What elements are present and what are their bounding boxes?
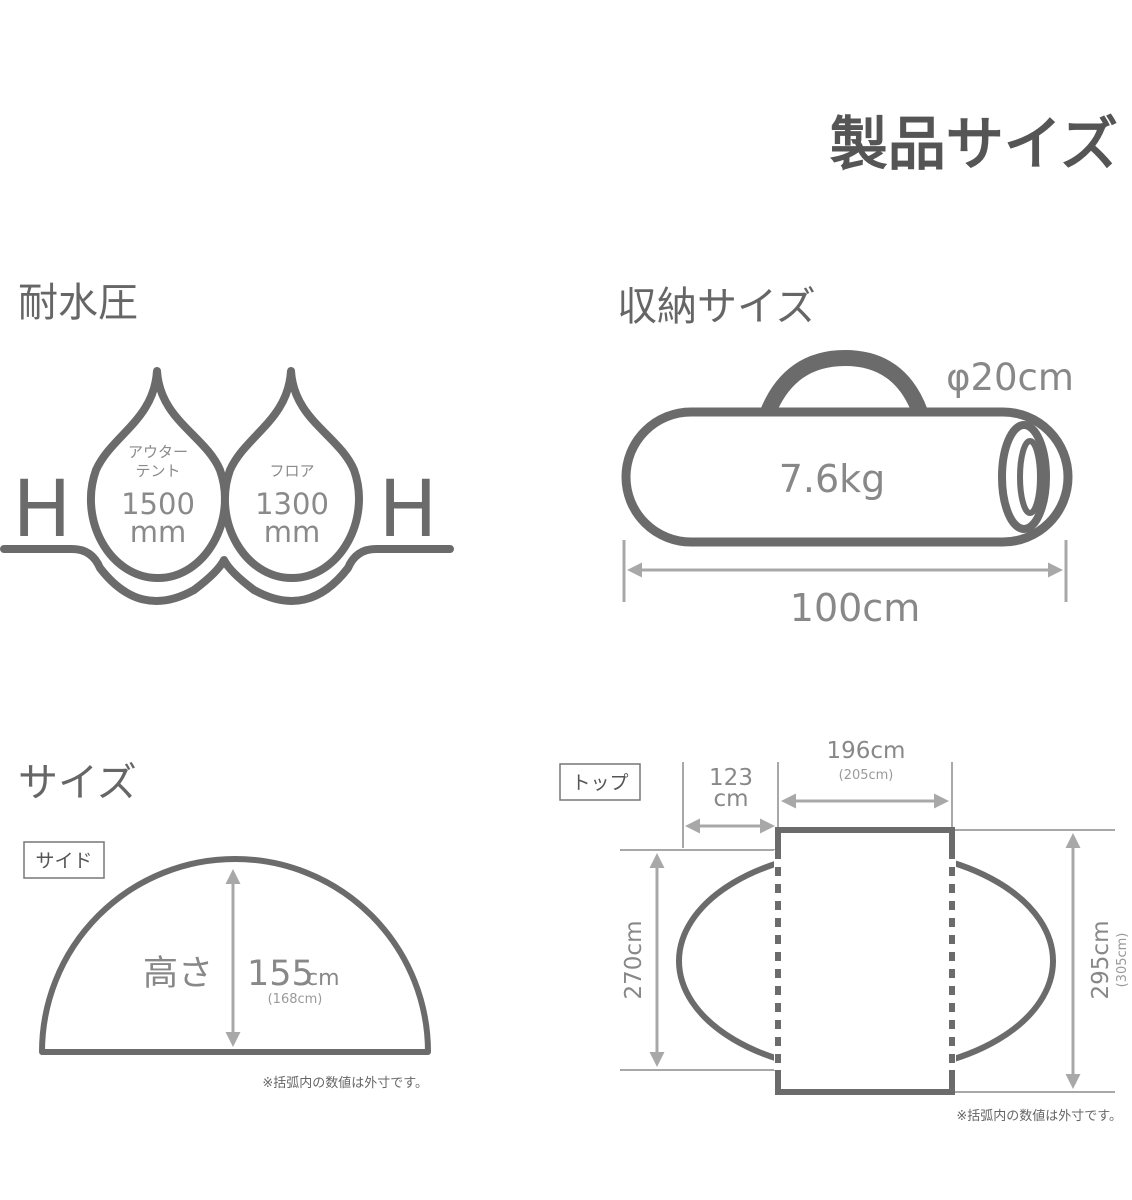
vestibule-unit: cm [713,786,748,812]
height-label: 高さ [143,954,213,994]
storage-weight: 7.6kg [779,457,886,501]
height-value: 155 [247,954,314,994]
tent-side-profile [39,856,431,1055]
water-pressure-section: 耐水圧 H H アウター テント 1500 mm フロア 1300 mm [0,280,454,605]
floor-value: 1300 [255,487,329,521]
side-view-section: サイズ サイド 高さ 155 cm (168cm) ※括弧内の数値は外寸です。 [18,760,431,1091]
storage-size-section: 収納サイズ φ20cm 7.6kg 100cm [617,284,1074,630]
top-tag-box [559,763,641,801]
vestibule-value: 123 [709,765,753,791]
floor-unit: mm [264,515,321,549]
top-tag: トップ [571,772,628,794]
bag-end-inner-icon [1017,438,1043,516]
water-pressure-heading: 耐水圧 [18,280,138,326]
inner-width-value: 196cm [827,738,906,764]
side-tag: サイド [35,850,92,872]
page-title: 製品サイズ [830,110,1118,178]
side-tag-box [23,841,105,879]
top-view-section: トップ 123 cm 196cm (205cm) 270cm 295cm (30… [559,738,1130,1124]
tent-top-inner [775,827,955,1095]
inner-width-outer: (205cm) [839,768,894,783]
drop-outer-tent-icon [87,367,229,582]
top-footnote: ※括弧内の数値は外寸です。 [956,1108,1122,1124]
height-outer: (168cm) [268,992,323,1007]
floor-label: フロア [269,462,314,480]
outer-tent-value: 1500 [121,487,195,521]
storage-heading: 収納サイズ [617,284,816,330]
storage-length: 100cm [790,586,920,630]
outer-tent-label-line1: アウター [128,443,188,461]
total-depth-value: 295cm [1088,921,1114,1000]
outer-tent-unit: mm [130,515,187,549]
h-symbol-right: H [379,465,438,555]
storage-diameter: φ20cm [946,356,1074,399]
height-unit: cm [306,966,340,991]
drop-outer-contour [0,545,454,605]
total-depth-outer: (305cm) [1115,933,1130,988]
h-symbol-left: H [13,465,72,555]
drop-floor-icon [221,367,363,582]
inner-depth-value: 270cm [621,921,647,1000]
size-heading: サイズ [18,760,137,806]
storage-bag-icon [621,407,1073,547]
side-footnote: ※括弧内の数値は外寸です。 [262,1075,428,1091]
bag-handle-icon [760,349,928,420]
outer-tent-label-line2: テント [135,462,180,480]
